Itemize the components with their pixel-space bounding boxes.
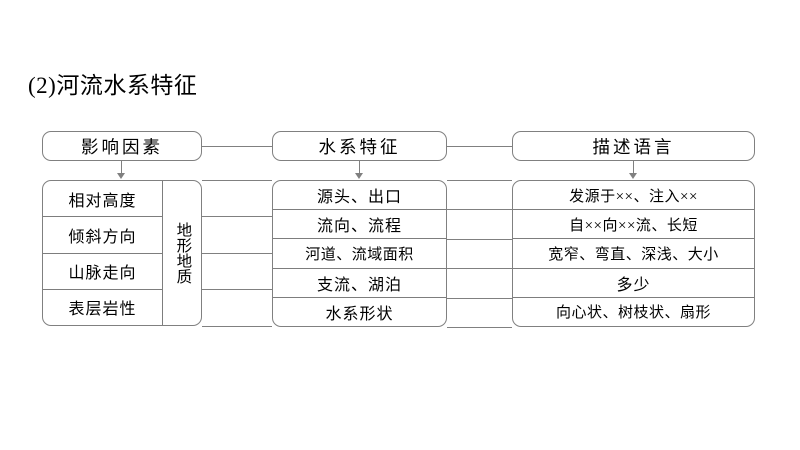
list-item[interactable]: 向心状、树枝状、扇形 [555,305,711,322]
list-item[interactable]: 河道、流域面积 [273,239,446,269]
list-item[interactable]: 源头、出口 [273,181,446,211]
header-label-language: 描述语言 [592,136,675,157]
header-box-language[interactable]: 描述语言 [512,131,755,161]
connector-factors-2 [202,216,272,217]
connector-features-2 [447,209,512,210]
connector-factors-5 [202,326,272,327]
connector-factors-1 [202,180,272,181]
page-title: (2)河流水系特征 [28,73,198,98]
arrow-stem-language [633,161,634,174]
connector-features-5 [447,298,512,299]
connector-header-features-to-language [447,146,512,147]
arrow-head-language [629,173,637,179]
connector-factors-4 [202,289,272,290]
arrow-stem-features [359,161,360,174]
arrow-stem-factors [121,161,122,174]
list-item[interactable]: 发源于××、注入×× [513,181,754,211]
list-item[interactable]: 水系形状 [325,305,394,323]
list-item[interactable]: 表层岩性 [68,301,137,319]
connector-features-4 [447,268,512,269]
header-box-factors[interactable]: 影响因素 [42,131,202,161]
connector-header-factors-to-features [202,146,272,147]
list-item[interactable]: 相对高度 [43,181,162,218]
list-item[interactable]: 流向、流程 [273,210,446,240]
column-factors: 相对高度 倾斜方向 山脉走向 表层岩性 地形地质 [42,180,202,326]
factors-side-label: 地形地质 [162,181,201,325]
list-item[interactable]: 倾斜方向 [43,217,162,254]
header-box-features[interactable]: 水系特征 [272,131,447,161]
factor-cell-stack: 相对高度 倾斜方向 山脉走向 表层岩性 [43,181,162,325]
list-item[interactable]: 宽窄、弯直、深浅、大小 [513,239,754,269]
list-item[interactable]: 自××向××流、长短 [513,210,754,240]
connector-factors-3 [202,253,272,254]
connector-features-1 [447,180,512,181]
arrow-head-features [355,173,363,179]
list-item[interactable]: 多少 [513,269,754,298]
column-features: 源头、出口 流向、流程 河道、流域面积 支流、湖泊 水系形状 [272,180,447,327]
column-language: 发源于××、注入×× 自××向××流、长短 宽窄、弯直、深浅、大小 多少 向心状… [512,180,755,327]
language-cell-stack: 发源于××、注入×× 自××向××流、长短 宽窄、弯直、深浅、大小 多少 向心状… [513,181,754,326]
arrow-head-factors [117,173,125,179]
list-item[interactable]: 山脉走向 [43,254,162,290]
header-label-factors: 影响因素 [81,136,163,157]
feature-cell-stack: 源头、出口 流向、流程 河道、流域面积 支流、湖泊 水系形状 [273,181,446,326]
list-item[interactable]: 支流、湖泊 [273,269,446,298]
connector-features-6 [447,327,512,328]
header-label-features: 水系特征 [318,136,401,157]
connector-features-3 [447,239,512,240]
